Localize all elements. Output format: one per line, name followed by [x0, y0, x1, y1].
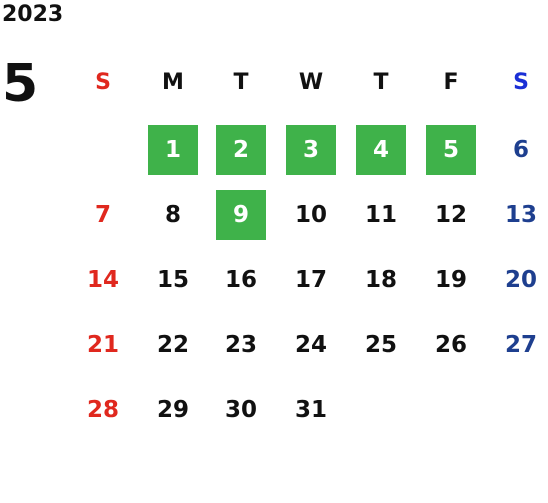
day-cell[interactable]: 24 [294, 332, 327, 358]
weekday-header: M [162, 69, 184, 95]
weekday-header: T [373, 69, 389, 95]
day-cell[interactable]: 18 [364, 267, 397, 293]
day-cell-highlighted[interactable]: 2 [216, 125, 266, 175]
day-cell[interactable]: 20 [504, 267, 537, 293]
day-cell[interactable]: 23 [224, 332, 257, 358]
day-cell[interactable]: 12 [434, 202, 467, 228]
day-cell[interactable]: 31 [294, 397, 327, 423]
weekday-header: S [95, 69, 111, 95]
day-cell[interactable]: 28 [86, 397, 119, 423]
day-cell[interactable]: 22 [156, 332, 189, 358]
day-cell[interactable]: 8 [164, 202, 181, 228]
weekday-header: S [513, 69, 529, 95]
day-cell[interactable]: 13 [504, 202, 537, 228]
day-cell-highlighted[interactable]: 3 [286, 125, 336, 175]
day-cell[interactable]: 14 [86, 267, 119, 293]
year-label: 2023 [2, 2, 64, 27]
day-cell[interactable]: 27 [504, 332, 537, 358]
day-cell[interactable]: 10 [294, 202, 327, 228]
day-cell[interactable]: 16 [224, 267, 257, 293]
month-number: 5 [2, 54, 39, 114]
day-cell[interactable]: 19 [434, 267, 467, 293]
day-cell[interactable]: 15 [156, 267, 189, 293]
weekday-header: W [298, 69, 324, 95]
weekday-header: F [443, 69, 459, 95]
day-cell[interactable]: 29 [156, 397, 189, 423]
day-cell[interactable]: 11 [364, 202, 397, 228]
day-cell-highlighted[interactable]: 1 [148, 125, 198, 175]
day-cell-highlighted[interactable]: 5 [426, 125, 476, 175]
day-cell[interactable]: 25 [364, 332, 397, 358]
day-cell-highlighted[interactable]: 4 [356, 125, 406, 175]
day-cell-highlighted[interactable]: 9 [216, 190, 266, 240]
day-cell[interactable]: 21 [86, 332, 119, 358]
weekday-header: T [233, 69, 249, 95]
day-cell[interactable]: 26 [434, 332, 467, 358]
day-cell[interactable]: 6 [512, 137, 529, 163]
day-cell[interactable]: 30 [224, 397, 257, 423]
day-cell[interactable]: 17 [294, 267, 327, 293]
day-cell[interactable]: 7 [94, 202, 111, 228]
